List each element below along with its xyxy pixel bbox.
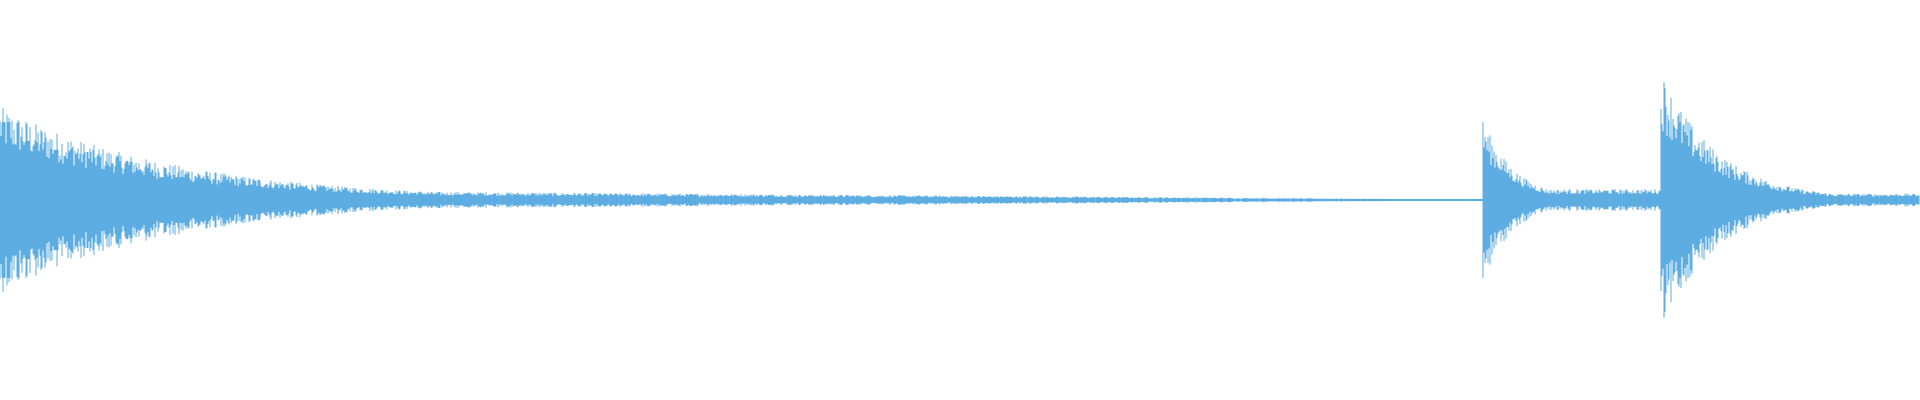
waveform-bars (0, 82, 1920, 318)
waveform-amplitude-path (0, 82, 1920, 318)
